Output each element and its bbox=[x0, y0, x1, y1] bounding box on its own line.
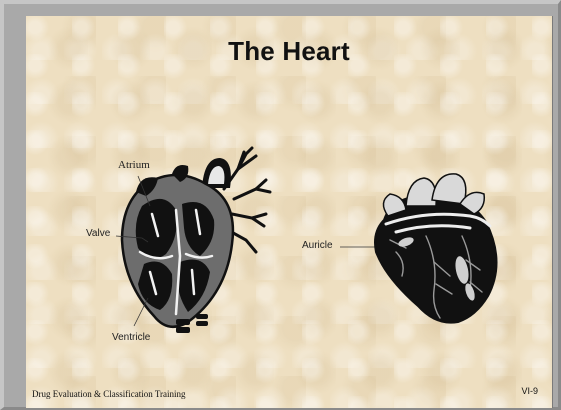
footer-course-title: Drug Evaluation & Classification Trainin… bbox=[32, 389, 186, 399]
atrium-label: Atrium bbox=[118, 159, 150, 171]
valve-leader bbox=[116, 236, 148, 242]
auricle-label: Auricle bbox=[302, 240, 333, 251]
valve-label: Valve bbox=[86, 228, 110, 239]
heart-exterior-icon bbox=[366, 166, 506, 326]
slide-number: VI-9 bbox=[521, 386, 538, 396]
atrium-leader bbox=[138, 176, 150, 206]
ventricle-leader bbox=[134, 298, 148, 326]
ventricle-label: Ventricle bbox=[112, 332, 150, 343]
slide: The Heart bbox=[26, 16, 553, 408]
